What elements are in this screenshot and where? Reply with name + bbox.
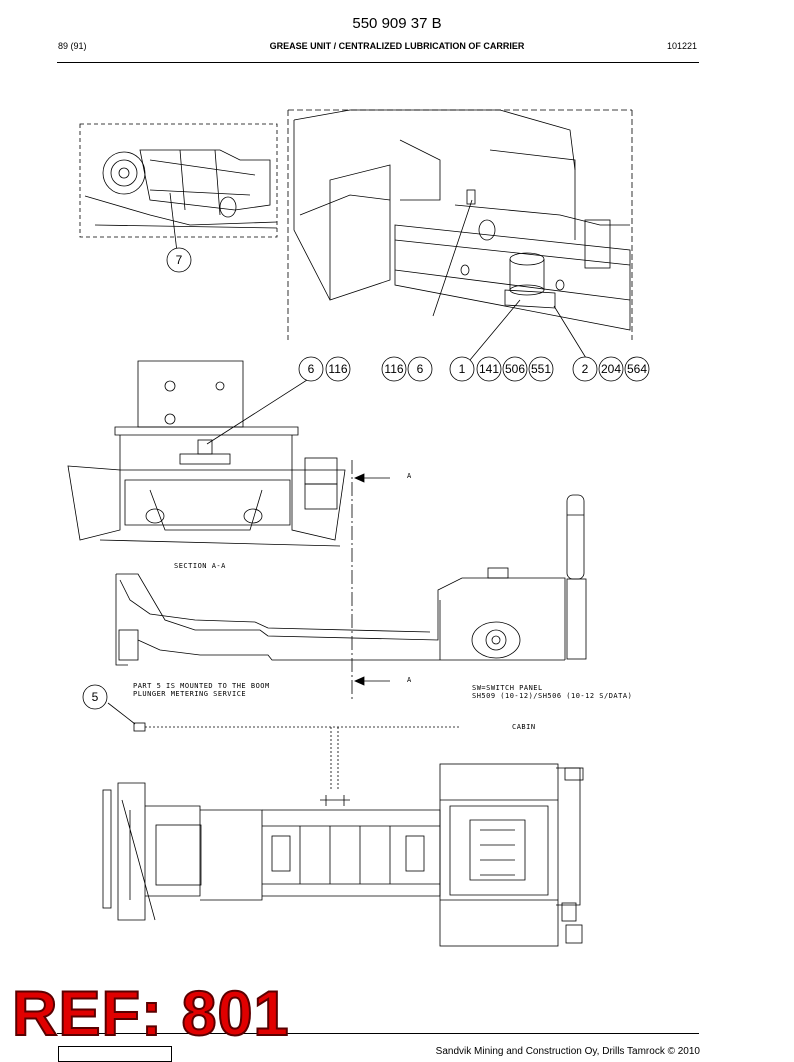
- svg-text:204: 204: [601, 362, 621, 376]
- footer-rule: [57, 1033, 699, 1034]
- svg-text:5: 5: [92, 690, 99, 704]
- part5-note-line1: PART 5 IS MOUNTED TO THE BOOM: [133, 682, 270, 690]
- callout-balloons: 7 6 116 116 6 1 141 506: [82, 247, 650, 710]
- svg-text:116: 116: [328, 362, 347, 376]
- chassis-perspective-view: [287, 109, 633, 361]
- plan-view: [102, 763, 584, 947]
- callout-551: 551: [528, 356, 554, 382]
- svg-text:1: 1: [459, 362, 466, 376]
- reference-stamp: REF: 801: [11, 979, 290, 1049]
- detail-view-frame: [79, 123, 278, 253]
- svg-text:564: 564: [627, 362, 647, 376]
- side-elevation-view: [115, 494, 587, 666]
- svg-text:551: 551: [531, 362, 551, 376]
- header-rule: [57, 62, 699, 63]
- section-title: SECTION A-A: [174, 562, 226, 570]
- svg-text:506: 506: [505, 362, 525, 376]
- svg-text:116: 116: [384, 362, 403, 376]
- part5-note-line2: PLUNGER METERING SERVICE: [133, 690, 246, 698]
- page-title: GREASE UNIT / CENTRALIZED LUBRICATION OF…: [269, 41, 525, 51]
- callout-2: 2: [572, 356, 598, 382]
- svg-text:2: 2: [582, 362, 589, 376]
- callout-204: 204: [598, 356, 624, 382]
- section-marker-top: A: [407, 472, 412, 480]
- drawing-notes: A A SECTION A-A PART 5 IS MOUNTED TO THE…: [133, 472, 632, 731]
- date-code: 101221: [666, 41, 697, 51]
- svg-text:6: 6: [417, 362, 424, 376]
- switch-note-line1: SW=SWITCH PANEL: [472, 684, 543, 692]
- section-marker-bottom: A: [407, 676, 412, 684]
- callout-1: 1: [449, 356, 475, 382]
- section-cut-line: [351, 460, 390, 700]
- svg-text:141: 141: [479, 362, 499, 376]
- switch-note-line2: SH509 (10-12)/SH506 (10-12 S/DATA): [472, 692, 632, 700]
- callout-116-left: 116: [325, 356, 351, 382]
- document-number: 550 909 37 B: [352, 15, 442, 32]
- callout-6-left: 6: [298, 356, 324, 382]
- footer-copyright: Sandvik Mining and Construction Oy, Dril…: [435, 1046, 700, 1057]
- leader-line-6: [206, 379, 308, 445]
- svg-text:7: 7: [176, 253, 183, 267]
- callout-506: 506: [502, 356, 528, 382]
- section-a-a-view: [67, 360, 346, 547]
- callout-5: 5: [82, 684, 108, 710]
- callout-116-right: 116: [381, 356, 407, 382]
- callout-141: 141: [476, 356, 502, 382]
- cabin-label: CABIN: [512, 723, 536, 731]
- callout-6-right: 6: [407, 356, 433, 382]
- part5-routing-line: [107, 702, 460, 790]
- svg-text:6: 6: [308, 362, 315, 376]
- page-number: 89 (91): [58, 41, 87, 51]
- callout-7: 7: [166, 247, 192, 273]
- callout-564: 564: [624, 356, 650, 382]
